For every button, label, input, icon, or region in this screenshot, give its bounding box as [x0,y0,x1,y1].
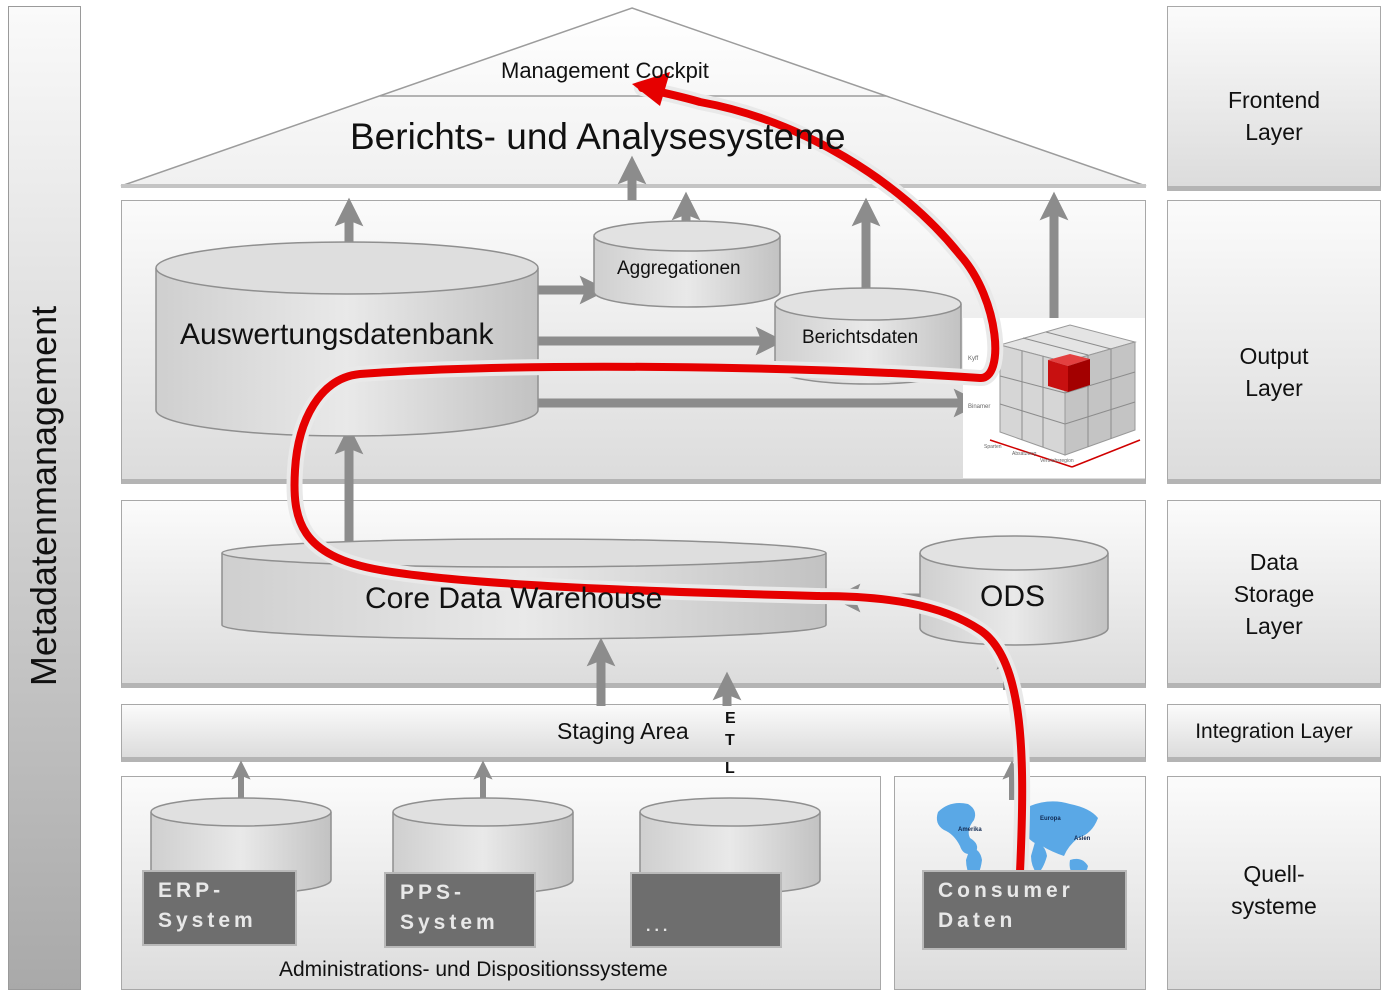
auswertungsdatenbank-cylinder [155,241,539,437]
consumer-data-box: Consumer Daten [922,870,1127,950]
layer-output [1167,200,1381,484]
other-system-box: ... [630,872,782,948]
layer-label-frontend: Frontend Layer [1227,87,1321,145]
svg-text:Absatzweg: Absatzweg [1012,451,1037,457]
etl-letter-t: T [725,732,735,749]
auswertungsdatenbank-label: Auswertungsdatenbank [180,318,494,351]
staging-area-label: Staging Area [557,718,689,744]
layer-label-source: Quell- systeme [1231,861,1317,919]
map-label-europe: Europa [1040,816,1061,822]
erp-system-box: ERP- System [142,870,297,946]
berichtssysteme-label: Berichts- und Analysesysteme [350,116,846,157]
frontend-roof [120,7,1147,188]
etl-letter-l: L [725,760,735,777]
management-cockpit-label: Management Cockpit [501,58,709,83]
cube-label-top: Kyff [968,356,979,362]
layer-label-output: Output Layer [1239,343,1309,401]
layer-label-integration: Integration Layer [1195,720,1353,743]
world-map-icon [936,801,1098,882]
aggregationen-label: Aggregationen [617,258,741,279]
layer-frontend [1167,6,1381,191]
aggregationen-cylinder [593,220,781,308]
core-dwh-label: Core Data Warehouse [365,582,663,615]
staging-panel [121,704,1146,762]
etl-letter-e: E [725,710,736,727]
berichtsdaten-label: Berichtsdaten [802,327,919,348]
svg-text:Vertriebsregion: Vertriebsregion [1040,458,1074,464]
map-label-americas: Amerika [958,827,982,833]
layer-integration [1167,704,1381,762]
metadata-sidebar [8,6,81,990]
layer-storage [1167,500,1381,688]
ods-label: ODS [980,580,1046,613]
layer-label-storage: Data Storage Layer [1233,549,1315,639]
admin-systems-label: Administrations- und Dispositionssysteme [279,958,668,981]
pps-system-box: PPS- System [384,872,536,948]
layer-source [1167,776,1381,990]
cube-label-left: Binamer [968,404,991,410]
cylinders [150,220,1109,895]
svg-text:Sparten: Sparten [984,444,1002,450]
consumer-data-flow-path [286,72,1031,880]
map-label-asia: Asien [1074,836,1091,842]
